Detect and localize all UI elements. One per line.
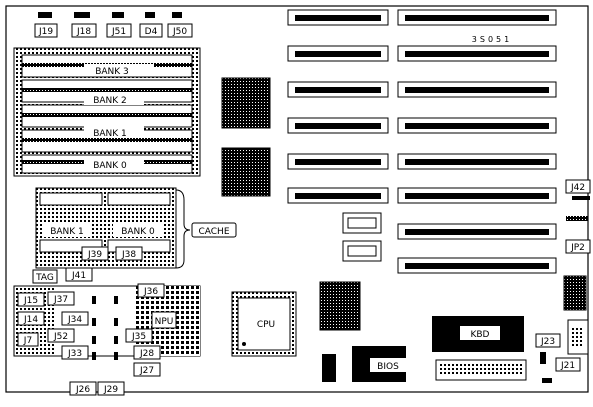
expansion-slots-left: [287, 9, 389, 204]
keyboard-controller: KBD: [432, 316, 527, 381]
jumper-label-j50: J50: [172, 27, 187, 37]
oscillators: [342, 212, 382, 262]
jumper-label-j19: J19: [38, 27, 53, 37]
jumper-label-j42: J42: [570, 183, 585, 193]
cache-bank-1-label: BANK 1: [50, 227, 84, 237]
cpu-socket: CPU: [231, 291, 297, 357]
jumper-label-j33: J33: [67, 349, 82, 359]
top-jumper-labels: J19 J18 J51 D4 J50: [34, 23, 193, 38]
jumper-label-j7: J7: [23, 336, 32, 346]
jumper-label-j18: J18: [76, 27, 91, 37]
jumper-label-j14: J14: [23, 315, 38, 325]
jumper-label-j37: J37: [53, 295, 68, 305]
cache-label: CACHE: [198, 227, 229, 237]
bios-label: BIOS: [377, 362, 399, 372]
jumper-label-j52: J52: [53, 332, 68, 342]
memory-bank-2-label: BANK 2: [93, 96, 127, 106]
right-jumper-labels: J42 JP2 J23 J21: [535, 179, 591, 372]
top-jumper-headers: [38, 12, 182, 18]
jumper-label-j28: J28: [139, 349, 154, 359]
npu-socket: NPU: [151, 311, 177, 329]
jumper-label-j15: J15: [23, 296, 38, 306]
jumper-label-j26: J26: [75, 385, 90, 395]
jumper-label-j29: J29: [103, 385, 118, 395]
expansion-slots-right: [397, 9, 557, 274]
jumper-label-j36: J36: [143, 287, 158, 297]
cpu-label: CPU: [257, 320, 275, 330]
jumper-label-j38: J38: [121, 250, 136, 260]
tag-label: TAG: [35, 273, 54, 283]
memory-bank-0-label: BANK 0: [93, 161, 127, 171]
lower-jumper-labels: J41 J39 J38 J36 J15 J37 J14 J34 J7 J52 J…: [17, 246, 165, 396]
cache-bank-0-label: BANK 0: [121, 227, 155, 237]
right-side-components: [540, 196, 590, 383]
board-id-label: 3S051: [472, 35, 512, 44]
jumper-label-jp2: JP2: [570, 243, 585, 253]
npu-label: NPU: [155, 317, 174, 327]
chipset-chips: [221, 77, 361, 331]
jumper-label-j39: J39: [87, 250, 102, 260]
jumper-label-j23: J23: [540, 337, 555, 347]
jumper-label-d4: D4: [145, 27, 158, 37]
bios-chip: BIOS: [322, 346, 406, 382]
cache-area: BANK 1 BANK 0 CACHE TAG: [32, 187, 237, 284]
simm-memory-area: BANK 3 BANK 2 BANK 1 BANK 0: [13, 47, 201, 177]
jumper-label-j21: J21: [560, 361, 575, 371]
kbd-label: KBD: [470, 330, 489, 340]
simm-slot-rows: [21, 54, 193, 174]
jumper-label-j34: J34: [67, 315, 82, 325]
memory-bank-3-label: BANK 3: [95, 67, 129, 77]
memory-bank-1-label: BANK 1: [93, 129, 127, 139]
jumper-label-j51: J51: [111, 27, 126, 37]
jumper-label-j27: J27: [139, 366, 154, 376]
jumper-label-j41: J41: [71, 271, 86, 281]
jumper-label-j35: J35: [131, 332, 146, 342]
